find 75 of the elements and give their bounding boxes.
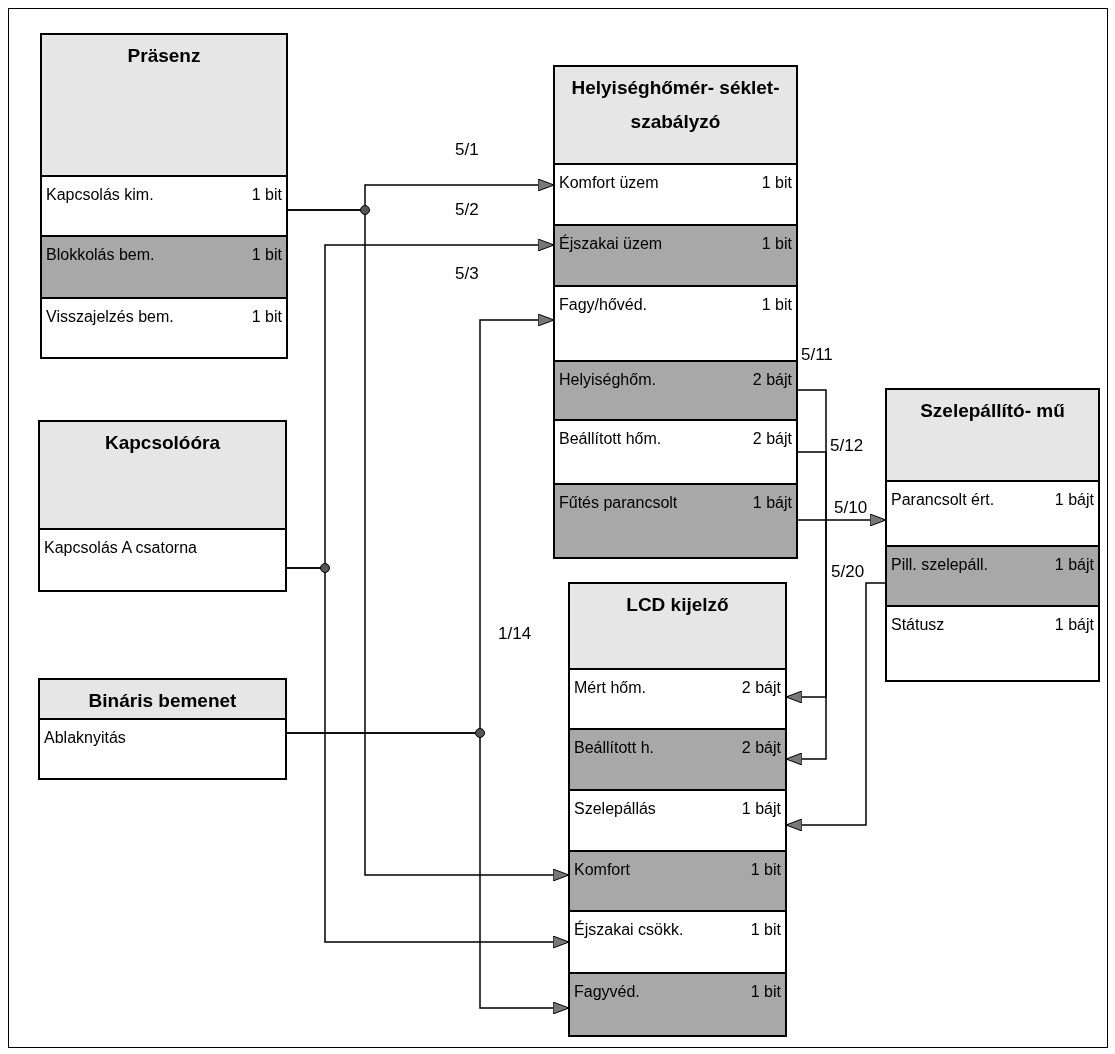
- object-name: Visszajelzés bem.: [46, 307, 174, 327]
- device-title: Kapcsolóóra: [104, 431, 221, 455]
- object-size: 1 bájt: [1054, 615, 1094, 635]
- device-title: Helyiséghőmér- séklet-szabályzó: [570, 76, 781, 134]
- object-row: [42, 175, 286, 235]
- object-name: Blokkolás bem.: [46, 245, 155, 265]
- object-row: [570, 850, 785, 910]
- object-row: [570, 728, 785, 789]
- object-row: [570, 789, 785, 850]
- object-row: [40, 528, 285, 590]
- object-row: [555, 419, 796, 483]
- connector-arrow: [797, 513, 887, 527]
- device-title: LCD kijelző: [626, 593, 729, 617]
- object-row: [887, 545, 1098, 605]
- object-name: Szelepállás: [574, 799, 656, 819]
- object-name: Fagy/hővéd.: [559, 295, 648, 315]
- object-row: [555, 483, 796, 557]
- object-row: [570, 910, 785, 972]
- connector-arrow: [287, 209, 570, 882]
- object-name: Komfort üzem: [559, 173, 659, 193]
- device-title: Bináris bemenet: [88, 689, 237, 713]
- object-size: 1 bit: [761, 173, 792, 193]
- object-size: 1 bit: [761, 295, 792, 315]
- device-box: [568, 582, 787, 1037]
- object-name: Ablaknyitás: [44, 728, 126, 748]
- object-name: Komfort: [574, 860, 630, 880]
- object-size: 2 bájt: [752, 370, 792, 390]
- object-size: 1 bájt: [1054, 490, 1094, 510]
- object-name: Státusz: [891, 615, 945, 635]
- object-size: 1 bájt: [752, 493, 792, 513]
- device-box: [38, 420, 287, 592]
- object-name: Fűtés parancsolt: [559, 493, 678, 513]
- object-row: [42, 235, 286, 297]
- object-size: 1 bit: [750, 982, 781, 1002]
- device-box: [38, 678, 287, 780]
- object-row: [570, 668, 785, 728]
- connector-arrow: [286, 732, 570, 1015]
- object-size: 1 bit: [761, 234, 792, 254]
- object-name: Helyiséghőm.: [559, 370, 656, 390]
- object-size: 2 bájt: [752, 429, 792, 449]
- object-row: [40, 718, 285, 778]
- object-size: 1 bájt: [741, 799, 781, 819]
- object-name: Éjszakai csökk.: [574, 920, 684, 940]
- object-name: Beállított hőm.: [559, 429, 662, 449]
- object-name: Éjszakai üzem: [559, 234, 663, 254]
- device-box: [885, 388, 1100, 682]
- object-size: 2 bájt: [741, 678, 781, 698]
- object-name: Parancsolt ért.: [891, 490, 995, 510]
- object-row: [887, 480, 1098, 545]
- object-row: [42, 297, 286, 357]
- object-row: [555, 360, 796, 419]
- object-name: Kapcsolás A csatorna: [44, 538, 197, 558]
- object-row: [555, 285, 796, 360]
- object-name: Beállított h.: [574, 738, 655, 758]
- object-name: Kapcsolás kim.: [46, 185, 154, 205]
- object-name: Fagyvéd.: [574, 982, 640, 1002]
- object-size: 1 bájt: [1054, 555, 1094, 575]
- object-name: Pill. szelepáll.: [891, 555, 988, 575]
- object-size: 1 bit: [251, 185, 282, 205]
- object-size: 1 bit: [251, 307, 282, 327]
- object-size: 1 bit: [251, 245, 282, 265]
- object-size: 1 bit: [750, 920, 781, 940]
- object-row: [570, 972, 785, 1035]
- group-address: 1/14: [498, 624, 532, 644]
- object-row: [887, 605, 1098, 680]
- object-size: 1 bit: [750, 860, 781, 880]
- object-size: 2 bájt: [741, 738, 781, 758]
- connector-arrow: [286, 567, 570, 949]
- device-box: [40, 33, 288, 359]
- device-box: [553, 65, 798, 559]
- device-title: Präsenz: [127, 44, 201, 68]
- object-row: [555, 163, 796, 224]
- object-row: [555, 224, 796, 285]
- device-title: Szelepállító- mű: [920, 399, 1065, 423]
- object-name: Mért hőm.: [574, 678, 646, 698]
